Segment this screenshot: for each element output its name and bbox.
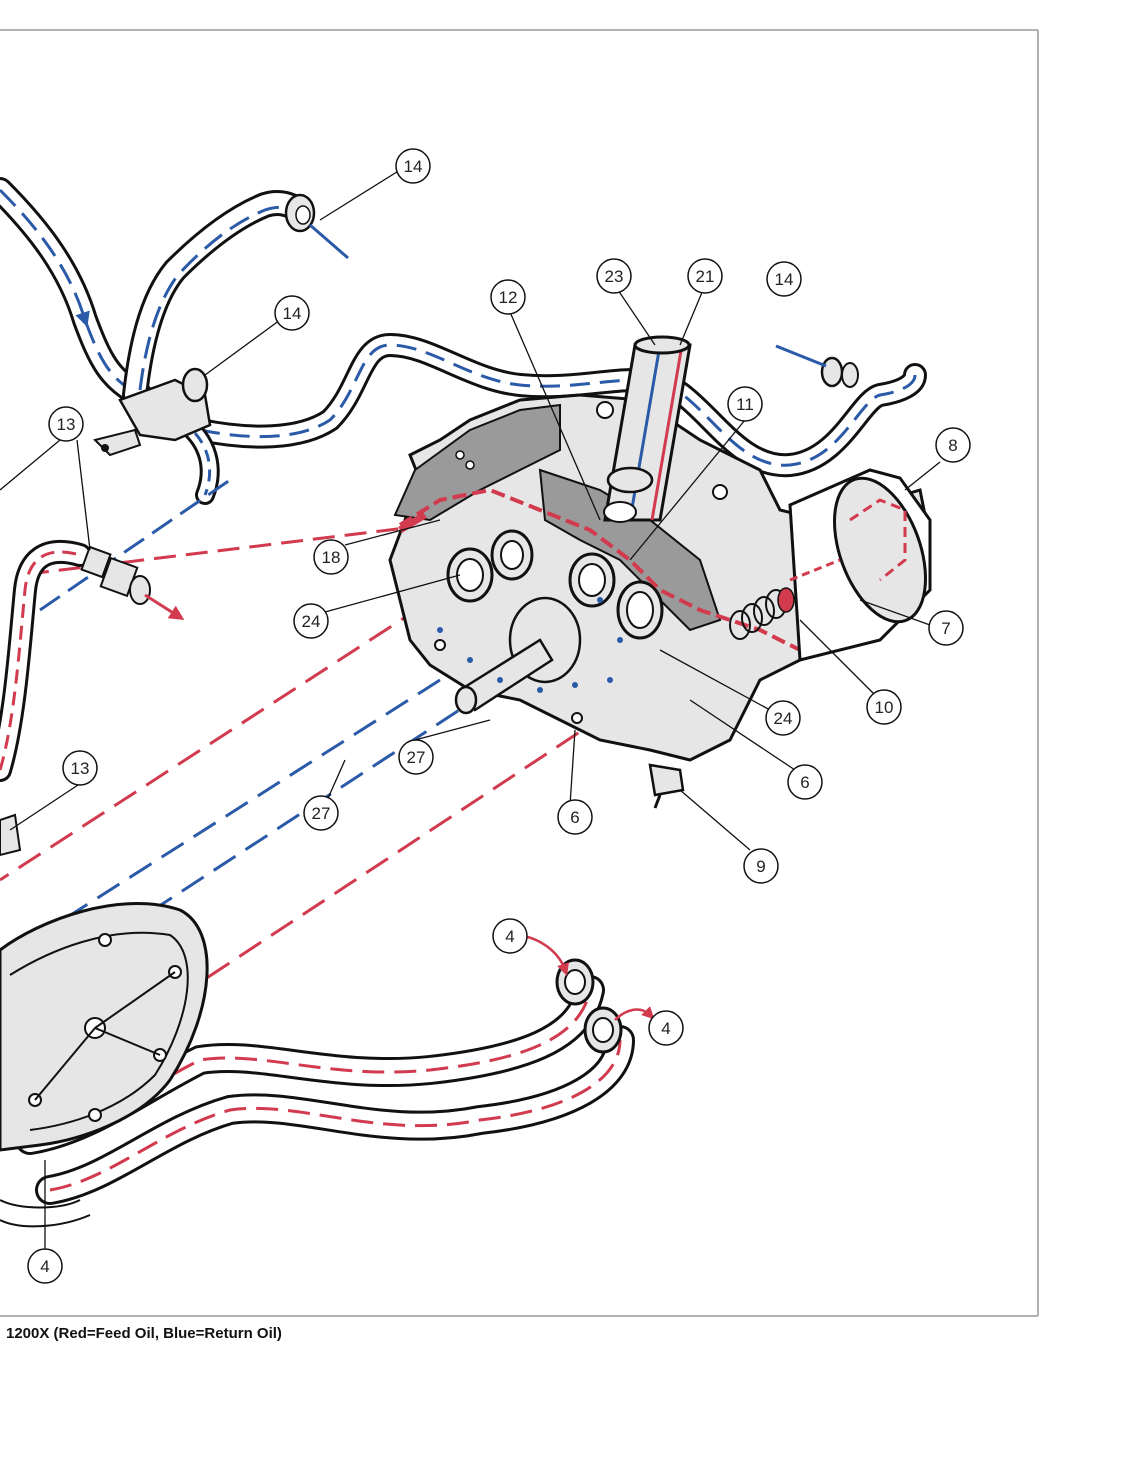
callout-6-left: 6 xyxy=(557,799,593,835)
callout-14-top: 14 xyxy=(395,148,431,184)
svg-text:14: 14 xyxy=(283,304,302,323)
left-feed-hose xyxy=(0,539,185,782)
svg-text:7: 7 xyxy=(941,619,950,638)
callout-14-left: 14 xyxy=(274,295,310,331)
svg-text:24: 24 xyxy=(774,709,793,728)
svg-text:14: 14 xyxy=(404,157,423,176)
svg-text:27: 27 xyxy=(312,804,331,823)
callout-21: 21 xyxy=(687,258,723,294)
svg-text:4: 4 xyxy=(505,927,514,946)
callout-6-right: 6 xyxy=(787,764,823,800)
callout-13-top: 13 xyxy=(48,406,84,442)
lower-feed-hoses xyxy=(15,933,655,1205)
callout-27-lower: 27 xyxy=(303,795,339,831)
page-frame xyxy=(0,29,1039,1317)
callout-4-top: 4 xyxy=(492,918,528,954)
vent-fitting xyxy=(603,335,692,523)
svg-text:12: 12 xyxy=(499,288,518,307)
pressure-sender xyxy=(648,763,685,809)
gear-cover xyxy=(0,902,209,1152)
callout-4-right: 4 xyxy=(648,1010,684,1046)
svg-text:13: 13 xyxy=(71,759,90,778)
callout-14-right: 14 xyxy=(766,261,802,297)
svg-text:8: 8 xyxy=(948,436,957,455)
svg-text:6: 6 xyxy=(800,773,809,792)
svg-text:9: 9 xyxy=(756,857,765,876)
svg-text:13: 13 xyxy=(57,415,76,434)
engine-left-partial xyxy=(0,813,91,1228)
svg-text:27: 27 xyxy=(407,748,426,767)
callout-27-upper: 27 xyxy=(398,739,434,775)
callout-11: 11 xyxy=(727,386,763,422)
callout-10: 10 xyxy=(866,689,902,725)
figure-caption: 1200X (Red=Feed Oil, Blue=Return Oil) xyxy=(6,1325,282,1342)
tee-fitting xyxy=(93,367,212,457)
callout-13-bottom: 13 xyxy=(62,750,98,786)
upper-return-hose xyxy=(0,177,927,505)
callout-12: 12 xyxy=(490,279,526,315)
callout-9: 9 xyxy=(743,848,779,884)
svg-text:10: 10 xyxy=(875,698,894,717)
svg-text:21: 21 xyxy=(696,267,715,286)
svg-text:4: 4 xyxy=(661,1019,670,1038)
svg-text:14: 14 xyxy=(775,270,794,289)
svg-text:6: 6 xyxy=(570,808,579,827)
callout-24-right: 24 xyxy=(765,700,801,736)
right-hose-fitting xyxy=(775,344,859,388)
oil-pump-housing xyxy=(388,393,932,762)
hose-elbow-fitting xyxy=(284,193,349,260)
callout-8: 8 xyxy=(935,427,971,463)
svg-text:4: 4 xyxy=(40,1257,49,1276)
callout-24-left: 24 xyxy=(293,603,329,639)
svg-text:24: 24 xyxy=(302,612,321,631)
svg-text:11: 11 xyxy=(736,395,754,414)
callout-18: 18 xyxy=(313,539,349,575)
callout-23: 23 xyxy=(596,258,632,294)
leader-lines xyxy=(0,169,941,1255)
svg-text:23: 23 xyxy=(605,267,624,286)
callout-7: 7 xyxy=(928,610,964,646)
svg-text:18: 18 xyxy=(322,548,341,567)
callouts: 14 14 14 23 21 12 11 8 13 13 18 24 24 7 … xyxy=(27,148,971,1284)
callout-4-bottom: 4 xyxy=(27,1248,63,1284)
